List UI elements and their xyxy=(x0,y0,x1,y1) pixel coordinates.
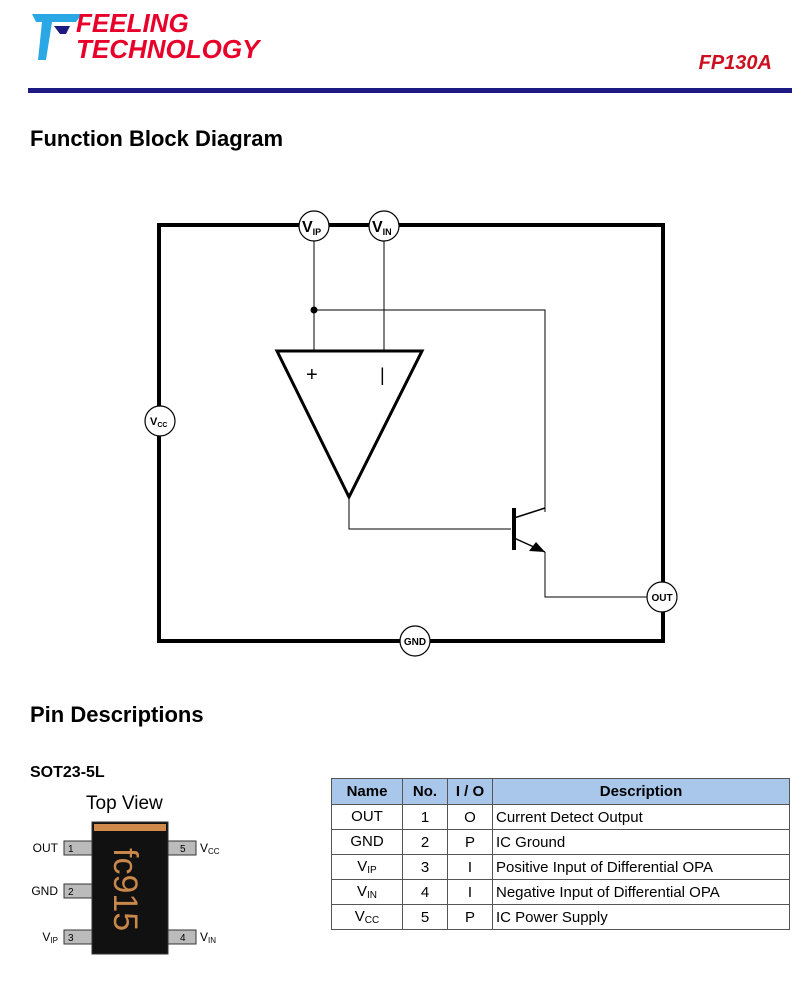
svg-text:OUT: OUT xyxy=(651,593,672,604)
table-row: VIN 4 I Negative Input of Differential O… xyxy=(331,879,790,905)
svg-text:VIN: VIN xyxy=(200,930,216,945)
pin1-stripe xyxy=(94,824,166,831)
top-view-label: Top View xyxy=(86,793,163,814)
table-row: GND 2 P IC Ground xyxy=(331,829,790,855)
package-drawing: fc915 1 OUT 2 GND 3 VIP 5 VCC 4 VIN xyxy=(31,821,220,955)
cell-io: P xyxy=(447,904,493,930)
cell-no: 1 xyxy=(402,804,448,830)
pin-2: 2 GND xyxy=(31,883,93,899)
cell-name: VCC xyxy=(331,904,403,930)
cell-no: 5 xyxy=(402,904,448,930)
emitter-wire xyxy=(544,552,648,598)
svg-text:GND: GND xyxy=(31,884,58,898)
cell-name: OUT xyxy=(331,804,403,830)
svg-text:VCC: VCC xyxy=(150,416,167,429)
junction-dot xyxy=(310,306,318,314)
function-block-diagram: + | VIP VIN VCC OUT GND xyxy=(144,210,678,657)
logo-line1: FEELING xyxy=(76,8,189,38)
table-row: OUT 1 O Current Detect Output xyxy=(331,804,790,830)
terminal-vin: VIN xyxy=(368,210,400,242)
logo-line2: TECHNOLOGY xyxy=(76,34,260,64)
cell-description: IC Ground xyxy=(492,829,790,855)
header-rule xyxy=(28,88,792,93)
cell-description: Current Detect Output xyxy=(492,804,790,830)
cell-io: P xyxy=(447,829,493,855)
col-io: I / O xyxy=(447,778,493,805)
svg-text:1: 1 xyxy=(68,844,74,855)
document-id: FP130A xyxy=(698,52,772,74)
svg-text:4: 4 xyxy=(180,933,186,944)
cell-no: 2 xyxy=(402,829,448,855)
cell-no: 4 xyxy=(402,879,448,905)
cell-io: O xyxy=(447,804,493,830)
collector-wire xyxy=(314,309,546,512)
svg-text:VIP: VIP xyxy=(302,219,321,237)
cell-io: I xyxy=(447,854,493,880)
col-description: Description xyxy=(492,778,790,805)
opamp-minus: | xyxy=(380,365,385,385)
svg-text:VIP: VIP xyxy=(42,930,58,945)
transistor-collector xyxy=(513,507,546,519)
package-label: SOT23-5L xyxy=(30,764,105,781)
svg-text:GND: GND xyxy=(404,637,426,648)
terminal-out: OUT xyxy=(646,581,678,613)
package-body xyxy=(91,821,169,955)
cell-name: GND xyxy=(331,829,403,855)
pin-5: 5 VCC xyxy=(167,840,220,856)
svg-text:5: 5 xyxy=(180,844,186,855)
section-title-pin-descriptions: Pin Descriptions xyxy=(30,702,204,727)
pin-3: 3 VIP xyxy=(42,929,93,945)
table-row: VCC 5 P IC Power Supply xyxy=(331,904,790,930)
cell-no: 3 xyxy=(402,854,448,880)
svg-text:3: 3 xyxy=(68,933,74,944)
cell-description: IC Power Supply xyxy=(492,904,790,930)
cell-description: Negative Input of Differential OPA xyxy=(492,879,790,905)
company-logo: FEELING TECHNOLOGY xyxy=(30,8,300,66)
emitter-arrow-icon xyxy=(529,542,545,552)
svg-text:VCC: VCC xyxy=(200,841,220,856)
cell-name: VIP xyxy=(331,854,403,880)
cell-io: I xyxy=(447,879,493,905)
pin-1: 1 OUT xyxy=(33,840,93,856)
section-title-function-block: Function Block Diagram xyxy=(30,126,284,151)
terminal-vip: VIP xyxy=(298,210,330,242)
terminal-gnd: GND xyxy=(399,625,431,657)
opamp-symbol xyxy=(274,349,425,501)
base-wire xyxy=(348,497,511,530)
logo-mark-icon xyxy=(32,14,82,60)
cell-description: Positive Input of Differential OPA xyxy=(492,854,790,880)
table-header-row: Name No. I / O Description xyxy=(331,778,790,805)
pin-4: 4 VIN xyxy=(167,929,216,945)
cell-name: VIN xyxy=(331,879,403,905)
pin-description-table: Name No. I / O Description OUT 1 O Curre… xyxy=(331,778,790,930)
ic-boundary xyxy=(157,223,665,643)
package-marking: fc915 xyxy=(106,848,144,931)
terminal-vcc: VCC xyxy=(144,405,176,437)
col-name: Name xyxy=(331,778,403,805)
col-no: No. xyxy=(402,778,448,805)
svg-text:VIN: VIN xyxy=(372,219,392,237)
table-row: VIP 3 I Positive Input of Differential O… xyxy=(331,854,790,880)
svg-text:OUT: OUT xyxy=(33,841,59,855)
opamp-plus: + xyxy=(306,364,318,386)
svg-text:2: 2 xyxy=(68,887,74,898)
